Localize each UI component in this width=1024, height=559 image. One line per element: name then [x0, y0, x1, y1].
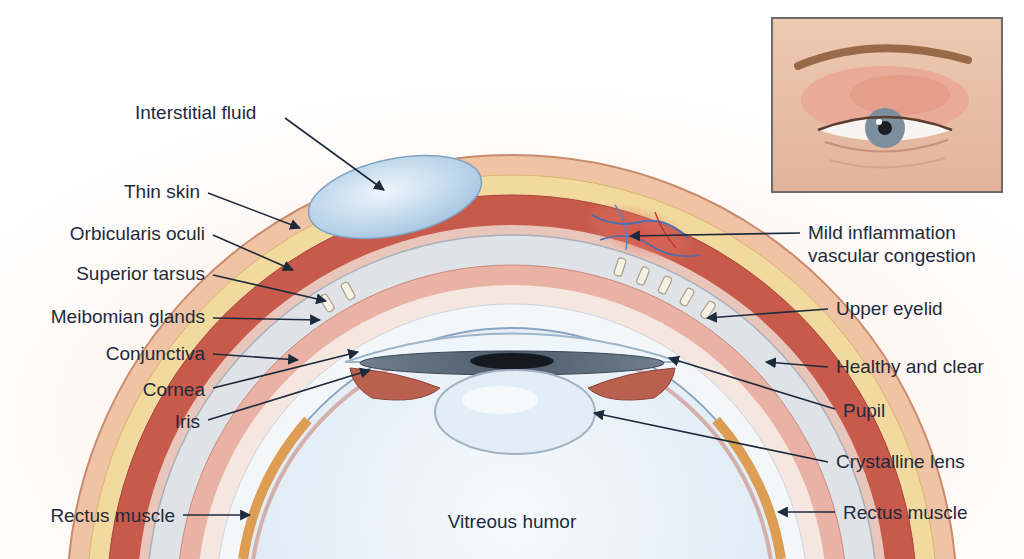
region-label: Vitreous humor	[448, 510, 577, 533]
part-label: Rectus muscle	[50, 504, 175, 527]
part-label: Meibomian glands	[51, 305, 205, 328]
eyeball	[240, 328, 784, 559]
part-label: Mild inflammation vascular congestion	[808, 221, 1003, 267]
part-label: Pupil	[843, 399, 885, 422]
part-label: Interstitial fluid	[135, 101, 256, 124]
part-label: Rectus muscle	[843, 501, 968, 524]
part-label: Upper eyelid	[836, 297, 943, 320]
meibomian-gland-symbols	[319, 257, 717, 319]
eyelid-layers	[67, 155, 957, 559]
inset-photo	[772, 18, 1002, 192]
fluid-pocket	[301, 142, 489, 253]
part-label: Cornea	[143, 378, 205, 401]
part-label: Conjunctiva	[106, 342, 205, 365]
leader-lines	[183, 118, 835, 515]
part-label: Crystalline lens	[836, 450, 965, 473]
part-label: Healthy and clear	[836, 355, 984, 378]
part-label: Superior tarsus	[76, 262, 205, 285]
part-label: Iris	[175, 410, 200, 433]
part-label: Orbicularis oculi	[70, 222, 205, 245]
part-label: Thin skin	[124, 180, 200, 203]
inflammation-patch	[577, 189, 703, 274]
